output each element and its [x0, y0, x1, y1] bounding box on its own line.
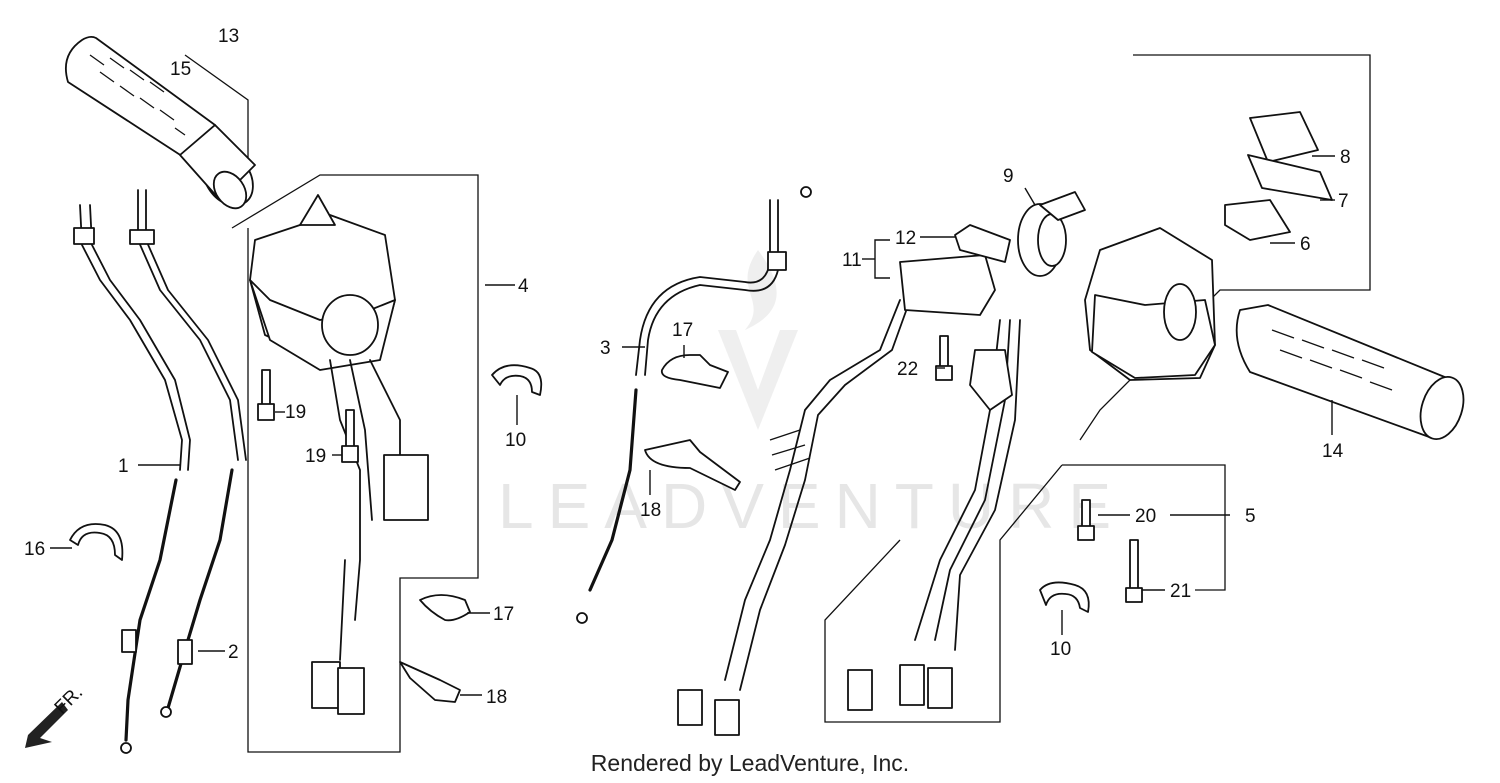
bolt-19b	[341, 409, 359, 463]
throttle-cable-1	[73, 204, 191, 754]
right-harness	[677, 254, 1021, 736]
fr-direction-arrow: FR.	[25, 682, 87, 748]
callout-10a: 10	[505, 430, 526, 451]
bolt-21	[1125, 539, 1143, 603]
footer-credit: Rendered by LeadVenture, Inc.	[590, 750, 910, 776]
callout-5: 5	[1245, 506, 1256, 527]
plate-8	[1249, 111, 1319, 163]
left-grip	[64, 35, 256, 210]
clamp-16	[69, 523, 124, 561]
callout-19b: 19	[305, 446, 326, 467]
ring-9	[1017, 191, 1086, 277]
clamp-10-left	[491, 364, 543, 396]
watermark-logo	[718, 330, 798, 430]
frame-right-switch	[1079, 54, 1371, 441]
callout-labels: 13 15 1 2 16 4 19 19 10 17 18 3 17 18 11…	[24, 26, 1351, 708]
callout-4: 4	[518, 276, 529, 297]
choke-cable-3	[576, 186, 812, 624]
callout-14: 14	[1322, 441, 1344, 462]
callout-19a: 19	[285, 402, 306, 423]
callout-9: 9	[1003, 166, 1014, 187]
right-switch-housing	[1084, 227, 1216, 381]
callout-3: 3	[600, 338, 611, 359]
callout-7: 7	[1338, 191, 1349, 212]
frame-left-switch	[231, 174, 479, 753]
callout-11: 11	[842, 250, 862, 271]
bracket-6	[1224, 199, 1291, 241]
callout-15: 15	[170, 59, 191, 80]
frame-right-lower	[1062, 464, 1226, 591]
callout-2: 2	[228, 642, 239, 663]
bracket-12	[954, 224, 1011, 263]
bolt-19a	[257, 369, 275, 421]
clamp-10-right	[1039, 581, 1090, 613]
callout-17a: 17	[493, 604, 514, 625]
frame-13-15	[184, 54, 249, 180]
callout-1: 1	[118, 456, 129, 477]
callout-21: 21	[1170, 581, 1191, 602]
frame-right-bottom	[824, 464, 1063, 723]
clamp-18-mid	[644, 439, 741, 491]
throttle-cable-2	[129, 189, 247, 718]
callout-6: 6	[1300, 234, 1311, 255]
callout-12: 12	[895, 228, 916, 249]
plate-7	[1247, 154, 1333, 201]
clamp-17-mid	[660, 354, 729, 389]
callout-13: 13	[218, 26, 239, 47]
left-switch-housing	[249, 194, 429, 715]
right-grip	[1235, 304, 1465, 440]
bolt-20	[1077, 499, 1095, 541]
bolt-22	[935, 335, 953, 381]
callout-18a: 18	[486, 687, 507, 708]
clamp-18-left	[399, 661, 461, 703]
callout-17b: 17	[672, 320, 693, 341]
callout-22: 22	[897, 359, 918, 380]
callout-8: 8	[1340, 147, 1351, 168]
callout-16: 16	[24, 539, 45, 560]
leader-lines	[50, 155, 1335, 696]
callout-18b: 18	[640, 500, 661, 521]
watermark: LEADVENTURE	[498, 250, 1125, 542]
callout-20: 20	[1135, 506, 1156, 527]
watermark-text: LEADVENTURE	[498, 470, 1125, 542]
callout-10b: 10	[1050, 639, 1071, 660]
clamp-17-left	[419, 594, 471, 622]
